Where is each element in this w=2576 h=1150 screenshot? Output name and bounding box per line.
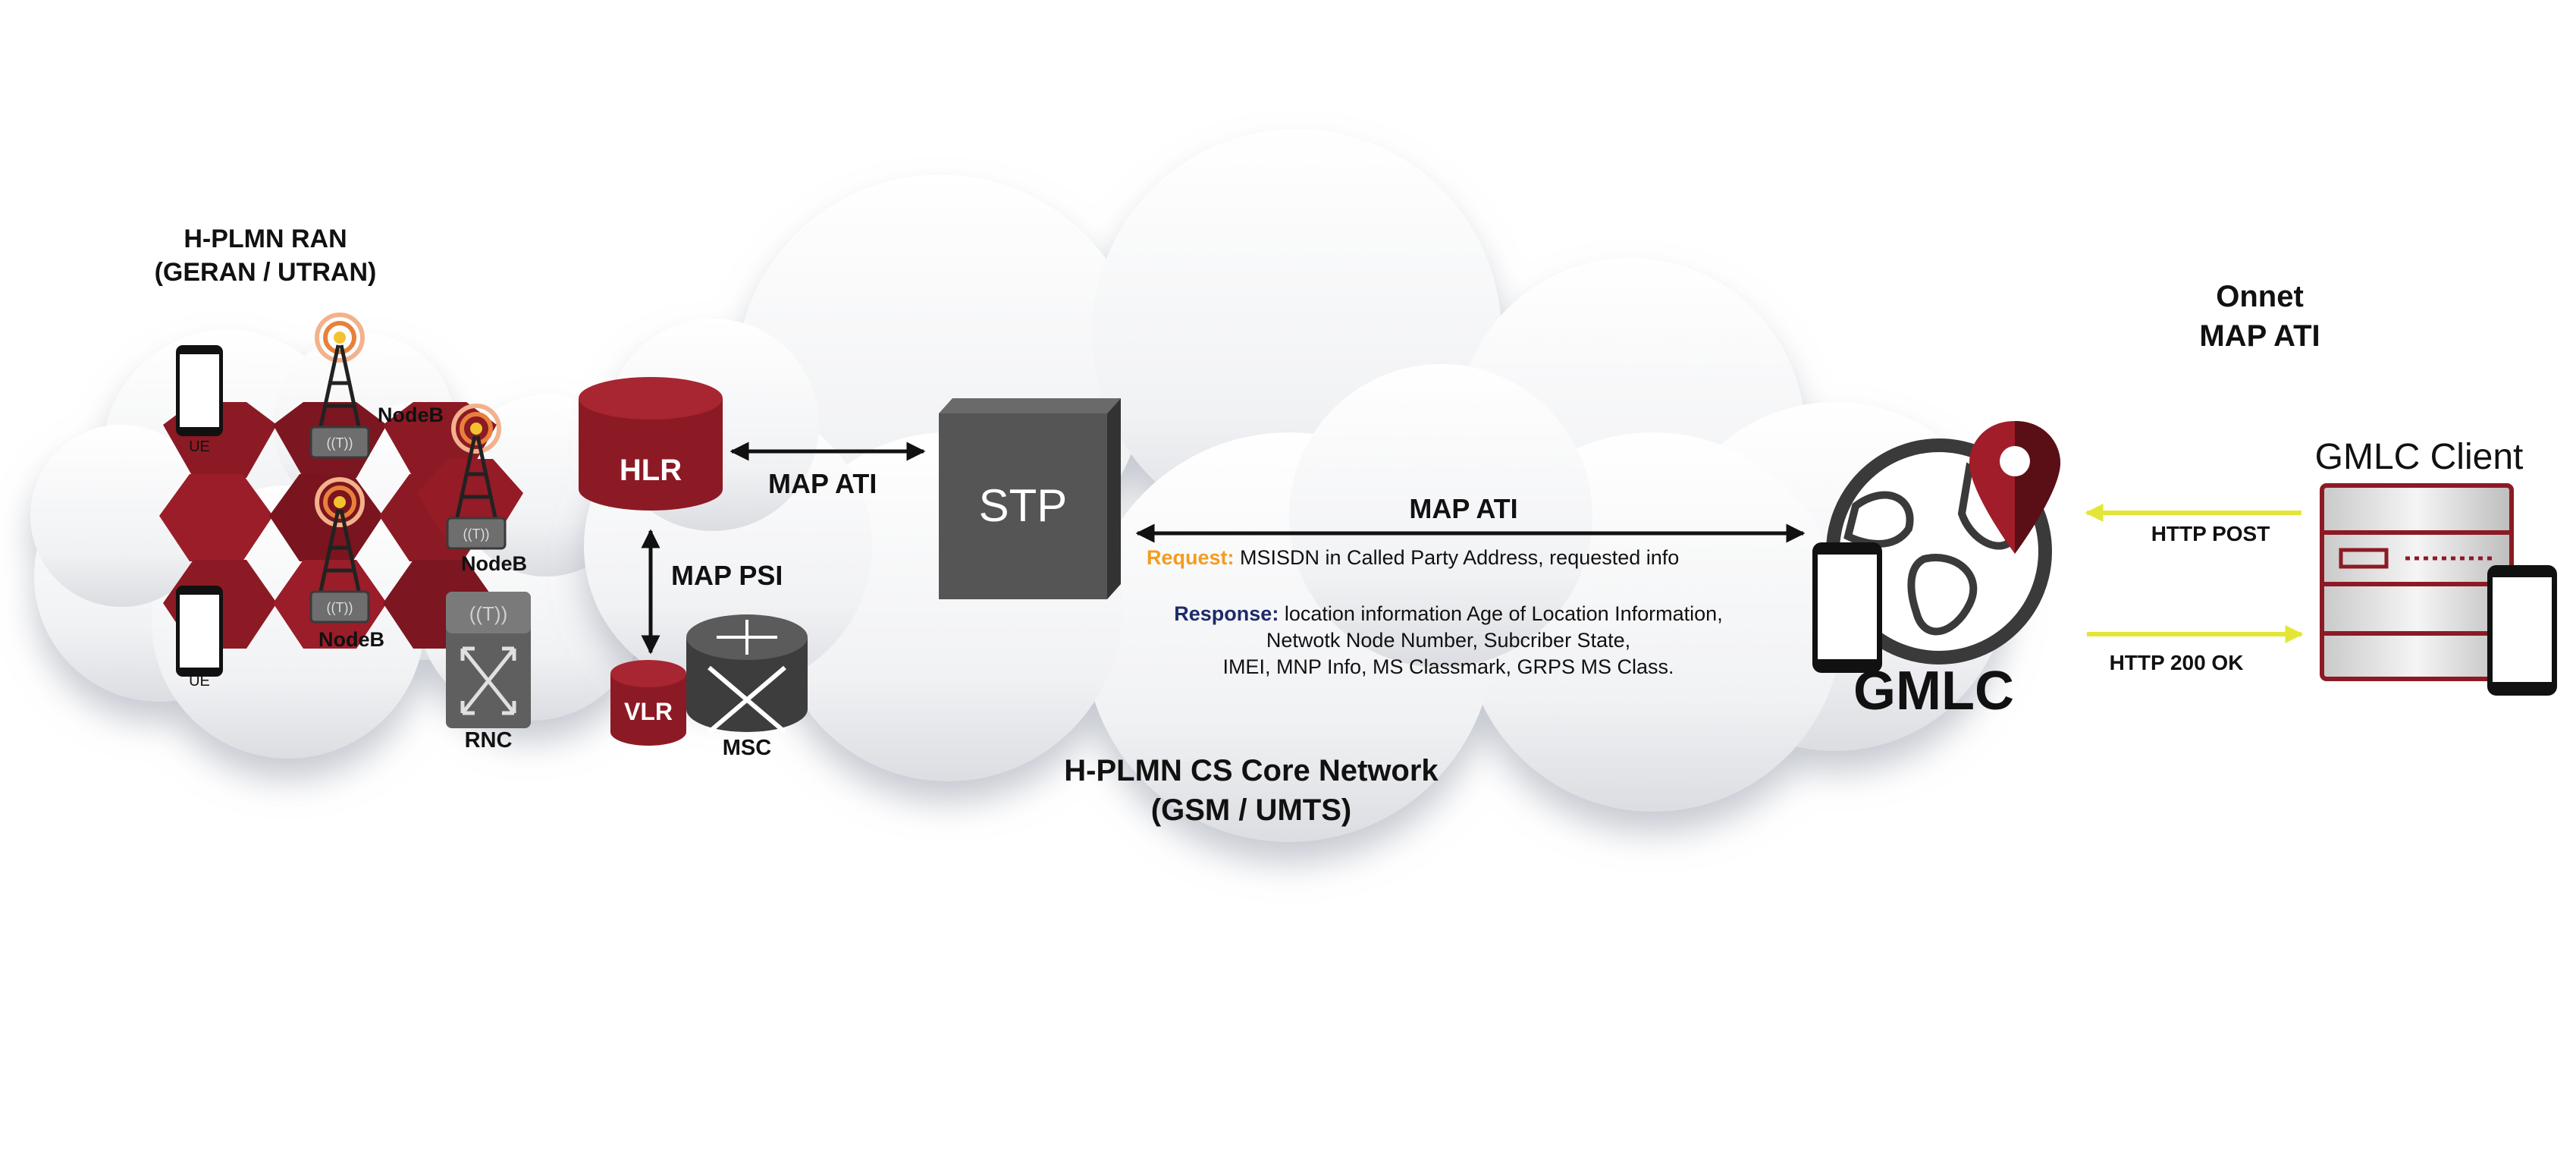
router-icon bbox=[686, 614, 808, 734]
svg-text:((T)): ((T)) bbox=[327, 600, 353, 615]
response-line3: IMEI, MNP Info, MS Classmark, GRPS MS Cl… bbox=[1222, 655, 1674, 678]
smartphone-icon bbox=[176, 586, 223, 677]
antenna-tower-icon: ((T)) bbox=[309, 313, 370, 459]
vlr-label: VLR bbox=[624, 698, 673, 725]
svg-text:((T)): ((T)) bbox=[463, 526, 490, 542]
stp-label: STP bbox=[978, 480, 1068, 531]
database-icon bbox=[579, 377, 723, 511]
server-icon bbox=[2320, 483, 2514, 681]
nodeb-label-top: NodeB bbox=[378, 404, 444, 426]
http-post-label: HTTP POST bbox=[2151, 522, 2270, 545]
hlr-label: HLR bbox=[619, 454, 682, 487]
hexagon-cell-icon bbox=[159, 474, 273, 561]
client-title-line1: Onnet bbox=[2216, 280, 2304, 313]
database-icon bbox=[610, 660, 686, 746]
map-pin-icon bbox=[1969, 421, 2060, 554]
core-cloud-title-line2: (GSM / UMTS) bbox=[1150, 793, 1352, 827]
response-line2: Netwotk Node Number, Subcriber State, bbox=[1266, 629, 1631, 652]
map-ati-stp-gmlc-label: MAP ATI bbox=[1409, 493, 1518, 524]
smartphone-icon bbox=[176, 345, 223, 436]
client-title-line2: MAP ATI bbox=[2199, 319, 2320, 353]
http-ok-label: HTTP 200 OK bbox=[2109, 651, 2244, 674]
ue-label-top: UE bbox=[189, 438, 210, 455]
request-text: MSISDN in Called Party Address, requeste… bbox=[1240, 546, 1680, 569]
antenna-tower-icon: ((T)) bbox=[309, 477, 370, 624]
response-line1-text: location information Age of Location Inf… bbox=[1284, 602, 1723, 625]
request-key: Request: bbox=[1147, 546, 1235, 569]
smartphone-icon bbox=[2487, 565, 2557, 696]
gmlc-client-label: GMLC Client bbox=[2314, 437, 2524, 477]
core-cloud-title-line1: H-PLMN CS Core Network bbox=[1064, 754, 1439, 787]
core-cloud-title: H-PLMN CS Core Network (GSM / UMTS) bbox=[986, 751, 1517, 830]
svg-text:((T)): ((T)) bbox=[469, 602, 508, 625]
ran-title-line2: (GERAN / UTRAN) bbox=[154, 258, 377, 287]
response-block: Response: location information Age of Lo… bbox=[1122, 601, 1774, 680]
rnc-label: RNC bbox=[464, 728, 513, 753]
map-ati-hlr-stp-label: MAP ATI bbox=[768, 468, 877, 499]
antenna-tower-icon: ((T)) bbox=[446, 404, 507, 550]
client-title: Onnet MAP ATI bbox=[2146, 277, 2374, 356]
map-psi-label: MAP PSI bbox=[671, 560, 783, 591]
nodeb-label-bottom: NodeB bbox=[318, 628, 384, 651]
svg-text:((T)): ((T)) bbox=[327, 435, 353, 451]
ran-title-line1: H-PLMN RAN bbox=[184, 225, 347, 253]
rnc-icon: ((T)) bbox=[446, 592, 531, 728]
ran-title: H-PLMN RAN (GERAN / UTRAN) bbox=[114, 222, 417, 289]
response-line1: Response: location information Age of Lo… bbox=[1122, 601, 1774, 627]
request-line: Request: MSISDN in Called Party Address,… bbox=[1147, 546, 1679, 570]
response-key: Response: bbox=[1174, 602, 1279, 625]
gmlc-label: GMLC bbox=[1853, 661, 2014, 721]
smartphone-icon bbox=[1812, 542, 1882, 673]
nodeb-label-right: NodeB bbox=[461, 552, 527, 575]
ue-label-bottom: UE bbox=[189, 673, 210, 690]
stp-box-icon bbox=[939, 398, 1121, 599]
msc-label: MSC bbox=[722, 736, 772, 760]
